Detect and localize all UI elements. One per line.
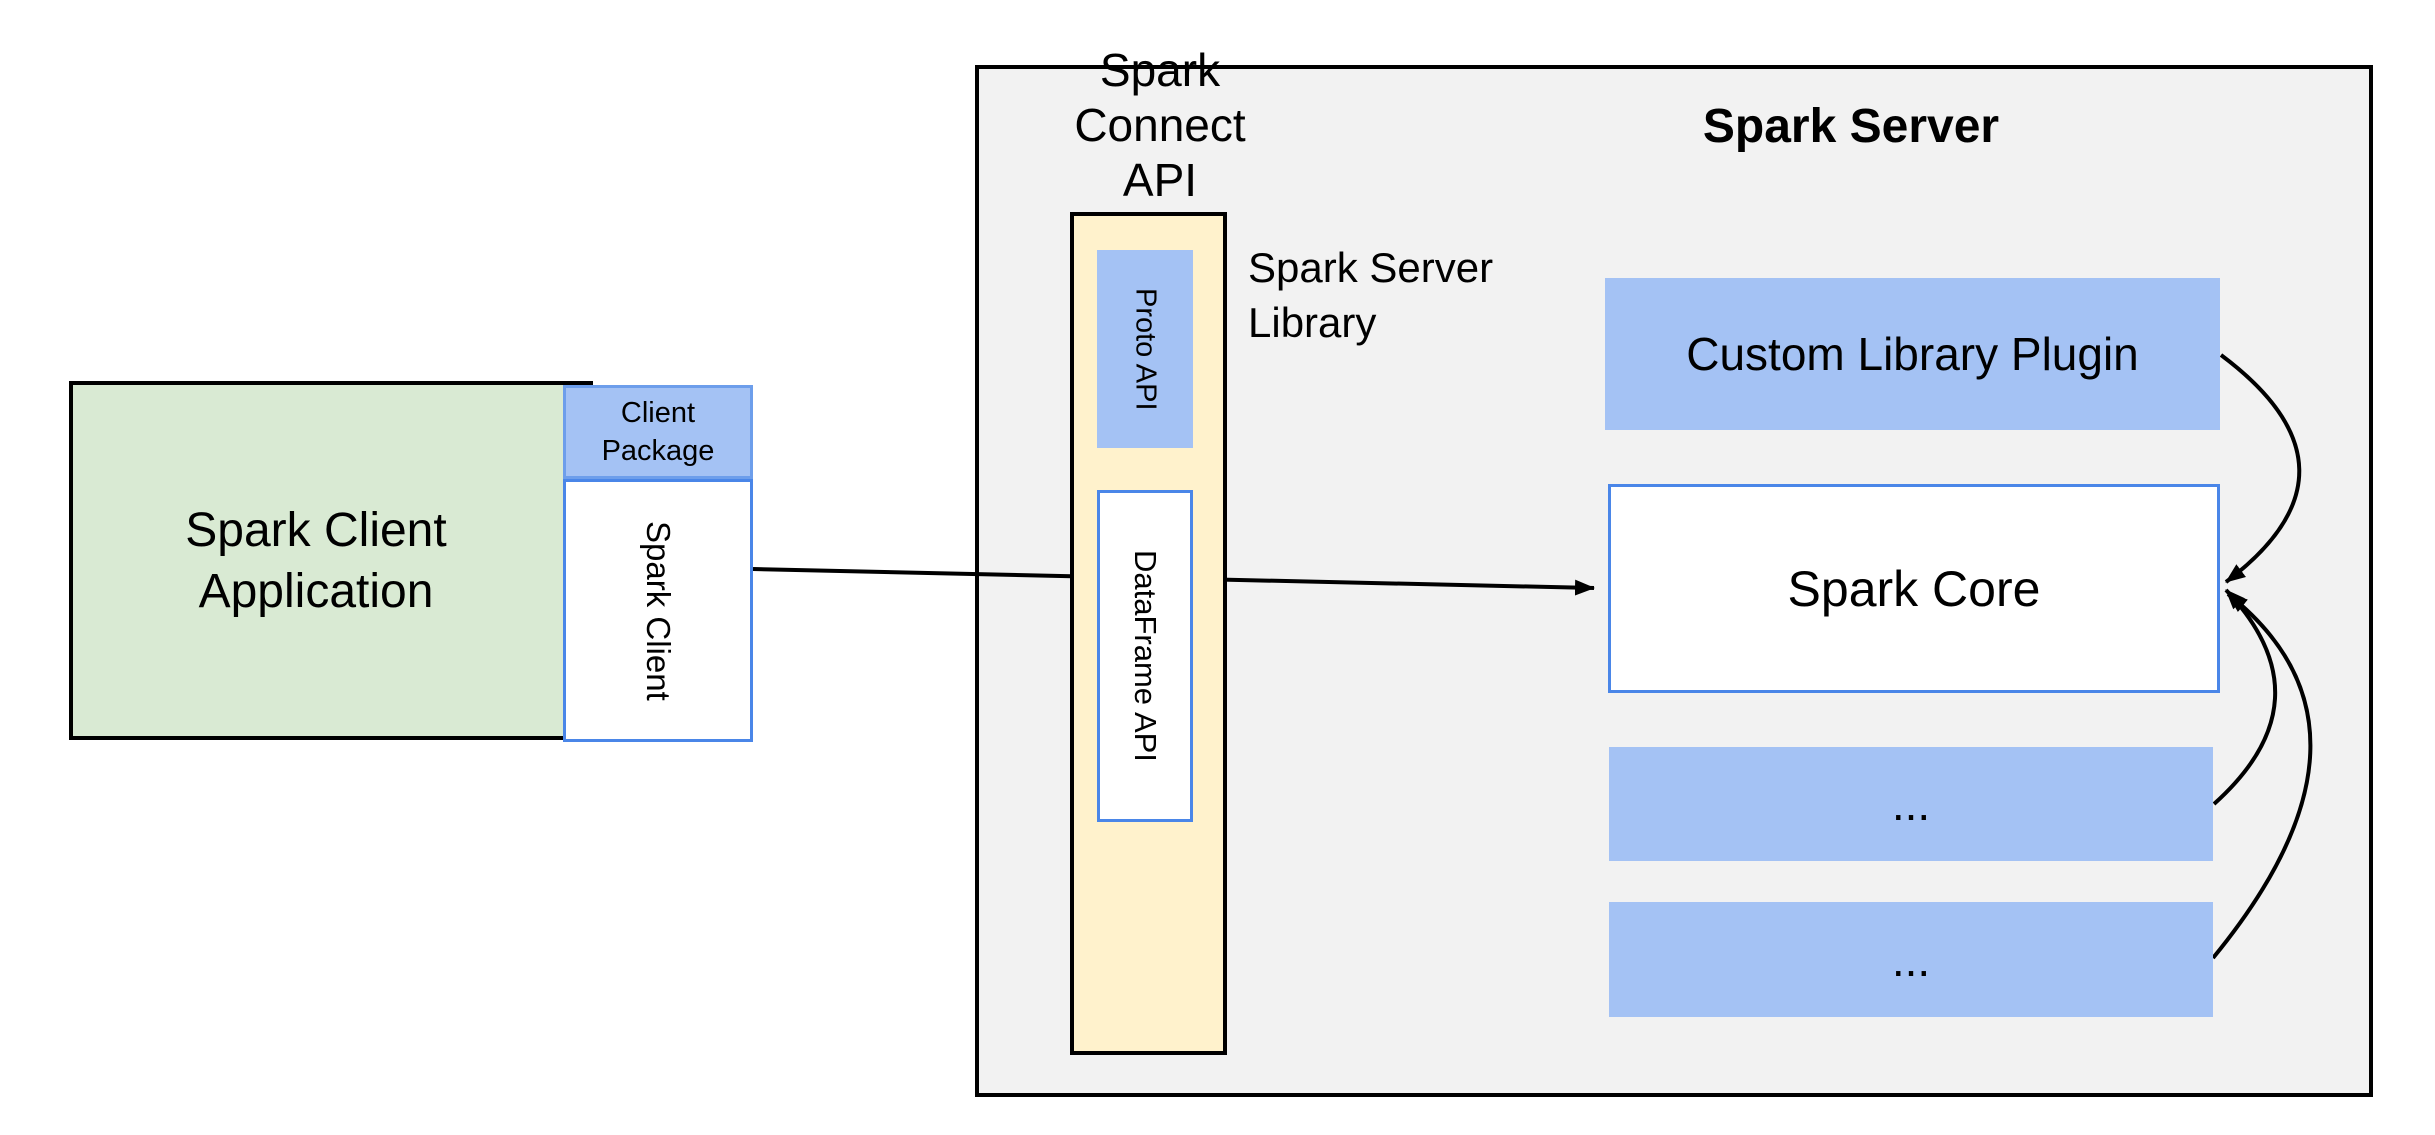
spark-server-library-line1: Spark Server xyxy=(1248,244,1494,291)
spark-connect-api-line2: API xyxy=(1122,154,1198,206)
spark-client-label: Spark Client xyxy=(640,520,677,701)
proto-api-box: Proto API xyxy=(1097,250,1193,448)
dataframe-api-box: DataFrame API xyxy=(1097,490,1193,822)
spark-client-application-box xyxy=(69,381,593,740)
spark-client-application-line1: Spark Client xyxy=(185,503,447,557)
spark-client-application-label: Spark Client Application xyxy=(69,381,563,740)
spark-core-box: Spark Core xyxy=(1608,484,2220,693)
custom-library-plugin-box: Custom Library Plugin xyxy=(1605,278,2220,430)
spark-connect-api-line1: Spark Connect xyxy=(1074,44,1246,151)
plugin-to-core-arrow xyxy=(2219,353,2302,584)
spark-server-title: Spark Server xyxy=(1702,99,2000,153)
custom-library-plugin-label: Custom Library Plugin xyxy=(1686,328,2139,380)
proto-api-label: Proto API xyxy=(1129,287,1162,411)
client-package-line2: Package xyxy=(601,435,715,467)
spark-client-application-line2: Application xyxy=(198,564,434,618)
plugin-placeholder-box-2: ... xyxy=(1609,902,2213,1017)
ellipsis2-to-core-arrow xyxy=(2211,592,2313,960)
spark-connect-api-label: Spark Connect API xyxy=(1010,44,1310,206)
ellipsis1-to-core-arrow xyxy=(2212,588,2278,806)
plugin-placeholder-box-1: ... xyxy=(1609,747,2213,861)
spark-client-box: Spark Client xyxy=(563,479,753,742)
client-package-line1: Client xyxy=(620,397,696,429)
spark-server-library-line2: Library xyxy=(1248,299,1377,346)
spark-core-label: Spark Core xyxy=(1787,560,2041,617)
plugin-placeholder-label-2: ... xyxy=(1891,933,1931,986)
plugin-placeholder-label-1: ... xyxy=(1891,778,1931,830)
dataframe-api-label: DataFrame API xyxy=(1128,550,1163,762)
client-package-box: Client Package xyxy=(563,385,753,479)
spark-server-library-label: Spark Server Library xyxy=(1248,240,1578,350)
